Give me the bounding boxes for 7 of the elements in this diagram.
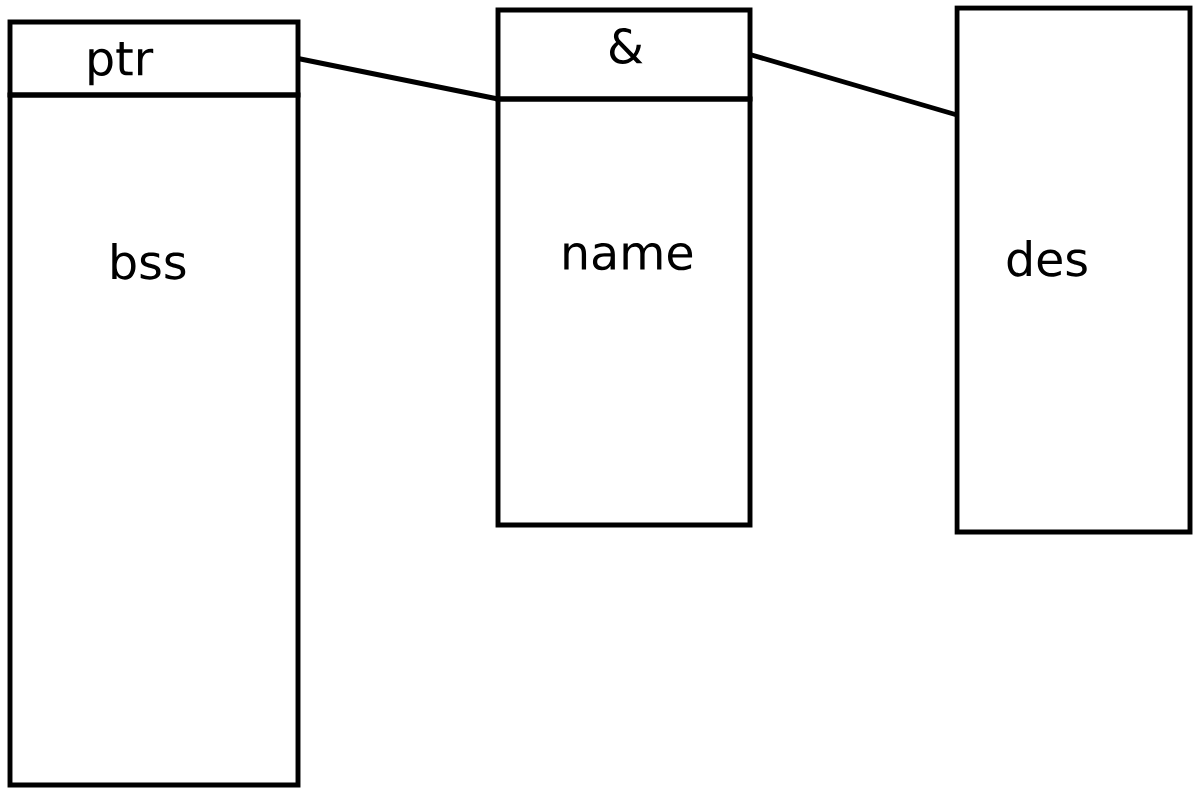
- connector-line: [297, 56, 499, 102]
- header-box: &: [495, 7, 753, 102]
- memory-box: name: [495, 96, 753, 528]
- memory-box: des: [954, 5, 1193, 535]
- connector-line: [749, 52, 958, 118]
- memory-box: bss: [7, 92, 301, 788]
- header-box: ptr: [7, 19, 301, 98]
